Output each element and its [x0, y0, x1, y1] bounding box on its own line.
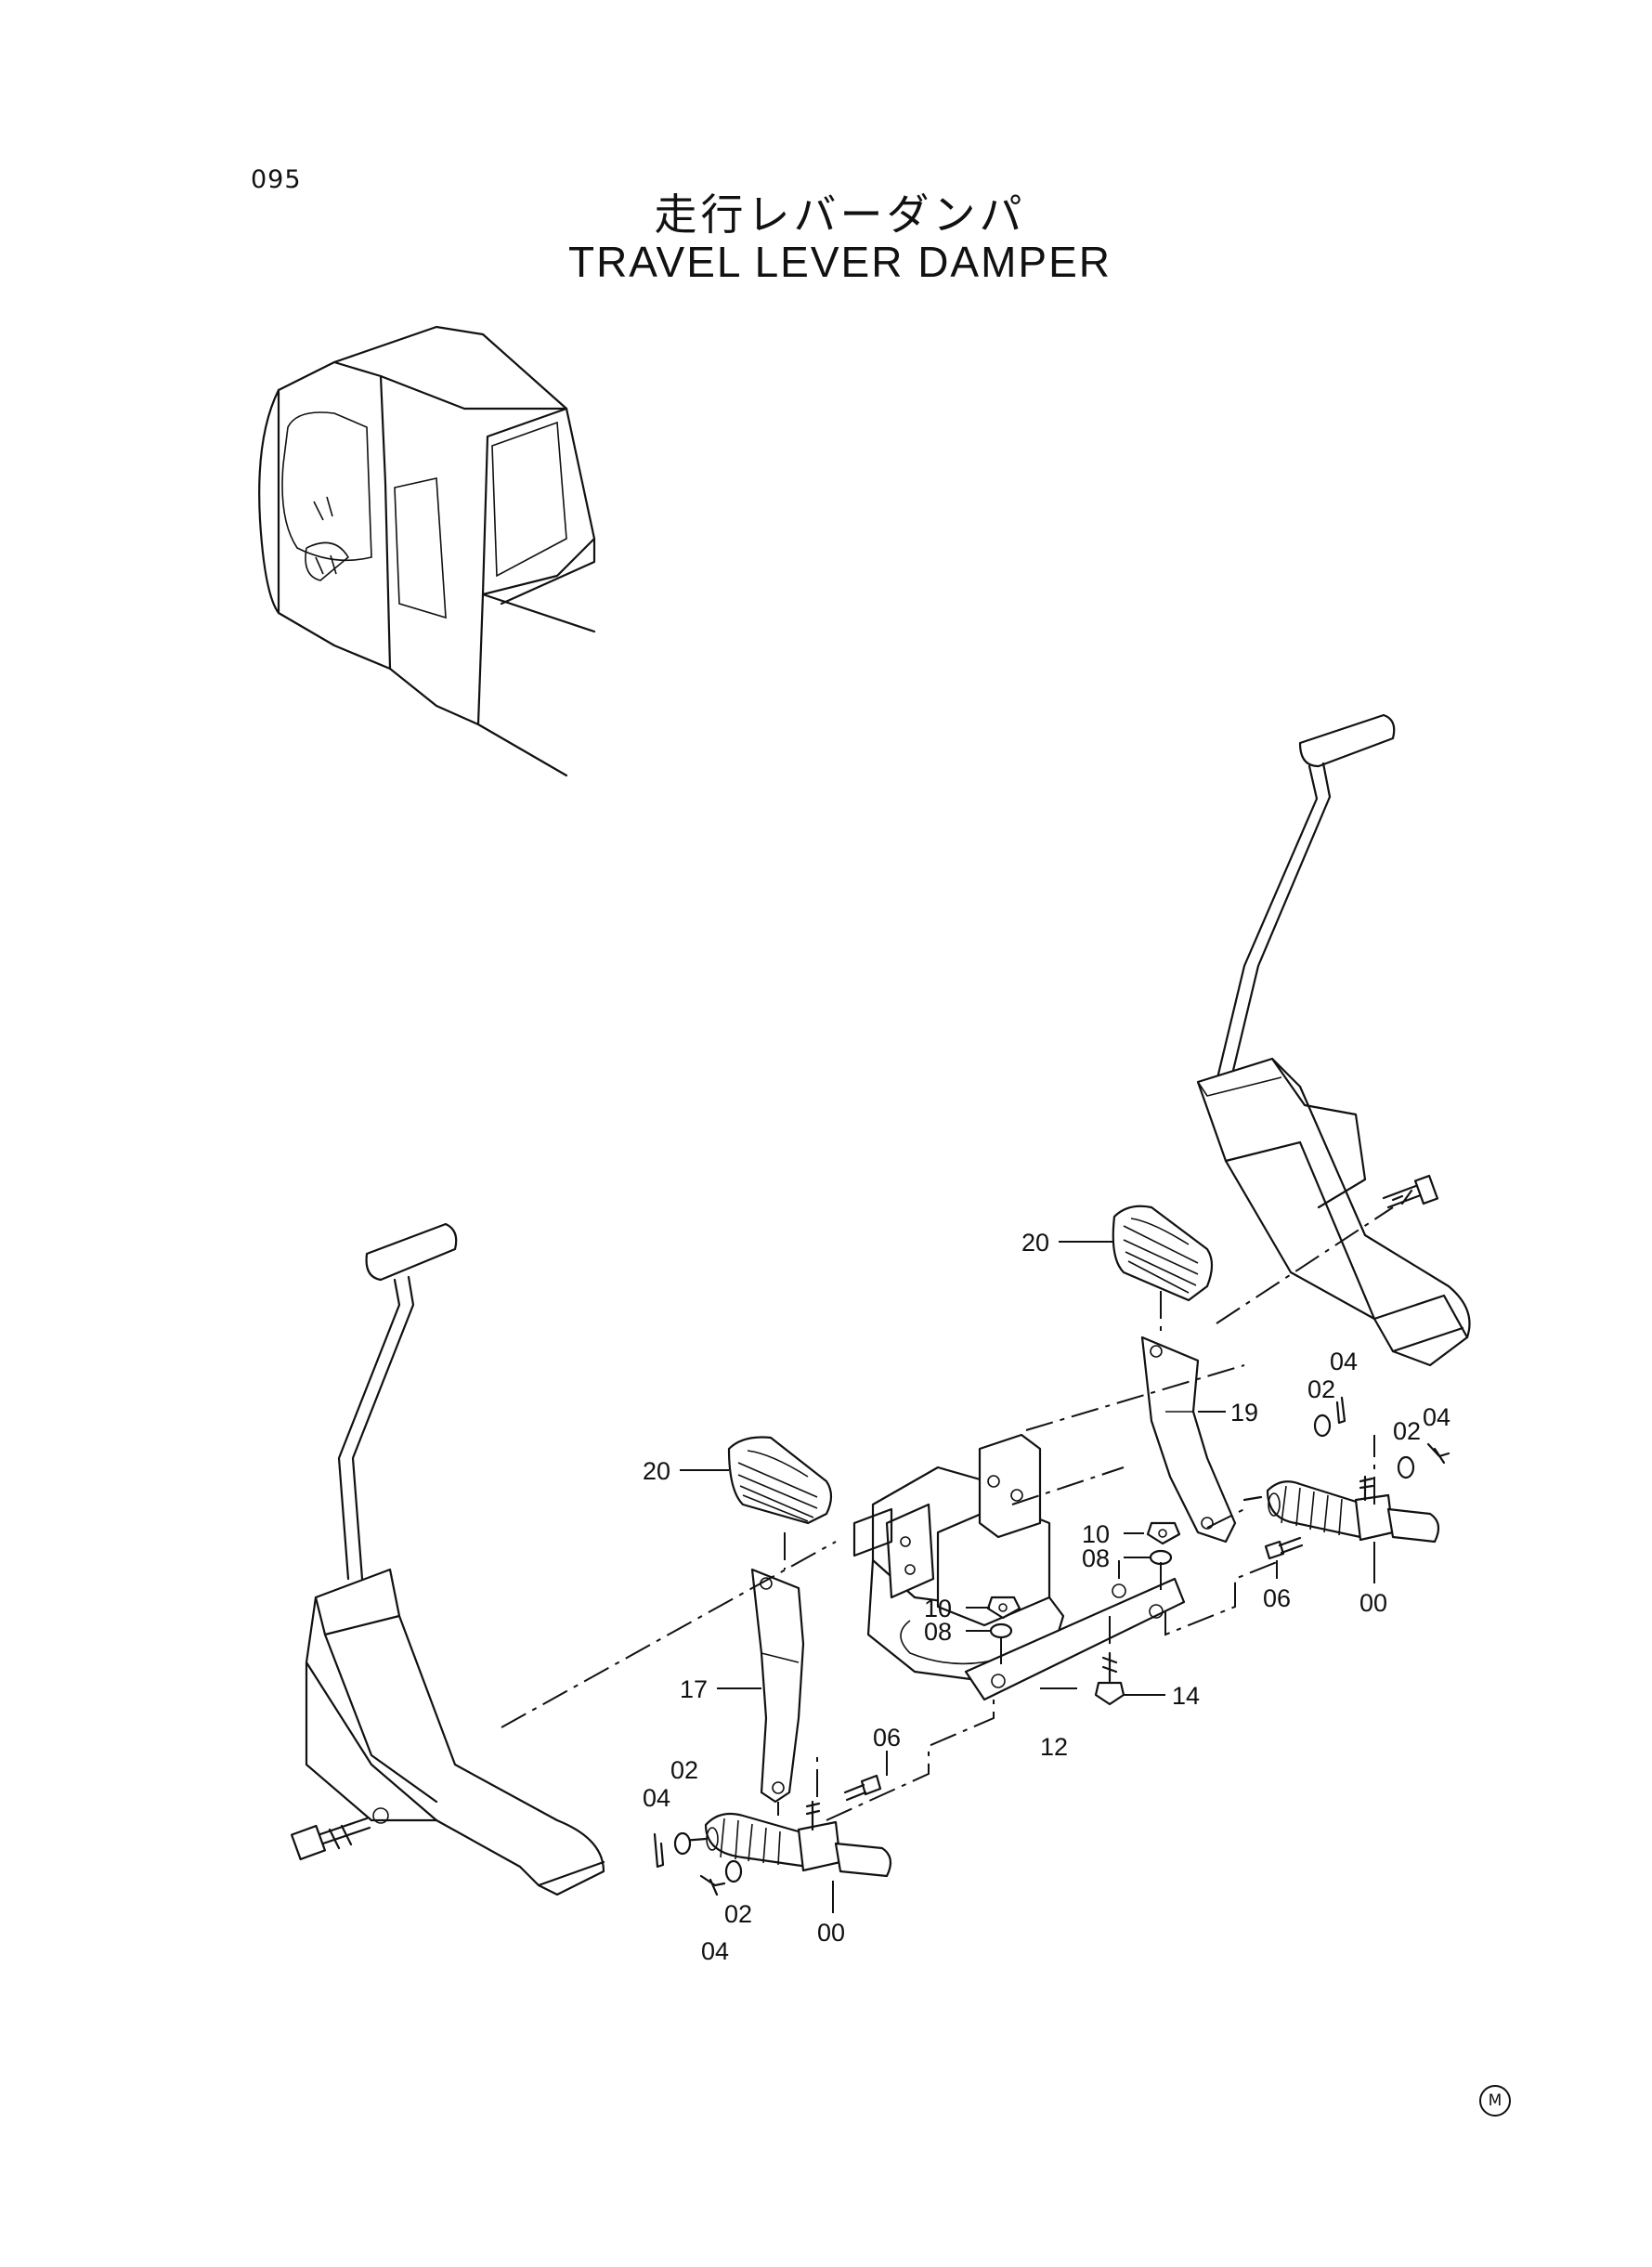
- page-number: 095: [251, 165, 302, 194]
- label-08-lower: 08: [924, 1618, 952, 1646]
- label-10-upper: 10: [1082, 1520, 1110, 1548]
- label-04-right-upper: 04: [1330, 1348, 1358, 1375]
- assembly-centerlines: [501, 1206, 1394, 1821]
- right-travel-lever: [1196, 713, 1471, 1367]
- pin-04-right-upper: [1335, 1396, 1346, 1425]
- label-02-right-lower: 02: [1393, 1417, 1421, 1445]
- label-17: 17: [680, 1675, 708, 1703]
- boot-20-lower: [727, 1436, 833, 1525]
- label-02-right-upper: 02: [1307, 1375, 1335, 1403]
- nut-10-upper: [1146, 1521, 1181, 1545]
- left-travel-lever: [305, 1222, 605, 1896]
- cab-inset-illustration: [258, 325, 596, 777]
- washer-02-left-lower: [724, 1859, 743, 1883]
- title-japanese: 走行レバーダンパ: [654, 189, 1026, 240]
- bracket-17: [750, 1568, 805, 1804]
- title-english: TRAVEL LEVER DAMPER: [567, 238, 1112, 286]
- washer-08-lower: [989, 1622, 1013, 1639]
- bolt-14: [1094, 1651, 1125, 1706]
- label-04-left-upper: 04: [643, 1784, 670, 1812]
- bracket-19: [1140, 1335, 1237, 1544]
- washer-02-right-upper: [1313, 1414, 1332, 1438]
- manufacturer-mark: M: [1479, 2085, 1511, 2117]
- washer-08-upper: [1149, 1549, 1173, 1566]
- pilot-valve-body: [852, 1433, 1065, 1683]
- plate-12: [964, 1577, 1186, 1701]
- left-pedal-bolt: [290, 1817, 371, 1861]
- label-10-lower: 10: [924, 1595, 952, 1622]
- label-20-upper: 20: [1021, 1229, 1049, 1257]
- label-04-right-lower: 04: [1423, 1403, 1450, 1431]
- label-06-left: 06: [873, 1724, 901, 1752]
- leader-lines: [680, 1241, 1375, 1913]
- bolt-06-right: [1264, 1536, 1304, 1560]
- label-20-lower: 20: [643, 1457, 670, 1485]
- label-06-right: 06: [1263, 1584, 1291, 1612]
- damper-00-right: [1242, 1475, 1440, 1544]
- right-pedal-bolt: [1382, 1174, 1439, 1209]
- label-00-left: 00: [817, 1919, 845, 1947]
- label-19: 19: [1230, 1399, 1258, 1427]
- washer-02-left-upper: [673, 1831, 692, 1856]
- pin-04-left-lower: [699, 1874, 726, 1896]
- label-02-left-lower: 02: [724, 1900, 752, 1928]
- label-12: 12: [1040, 1733, 1068, 1761]
- damper-00-left: [681, 1800, 892, 1878]
- pin-04-right-lower: [1426, 1442, 1450, 1465]
- label-02-left-upper: 02: [670, 1756, 698, 1784]
- label-08-upper: 08: [1082, 1544, 1110, 1572]
- label-04-left-lower: 04: [701, 1937, 729, 1965]
- bolt-06-left: [843, 1774, 882, 1802]
- pin-04-left-upper: [653, 1832, 665, 1869]
- label-00-right: 00: [1359, 1589, 1387, 1617]
- part-labels: 20 20 19 17 12 14 10 08 10 08 04 02 02 0…: [643, 1229, 1450, 1965]
- washer-02-right-lower: [1397, 1455, 1415, 1479]
- label-14: 14: [1172, 1682, 1200, 1710]
- boot-20-upper: [1112, 1205, 1214, 1302]
